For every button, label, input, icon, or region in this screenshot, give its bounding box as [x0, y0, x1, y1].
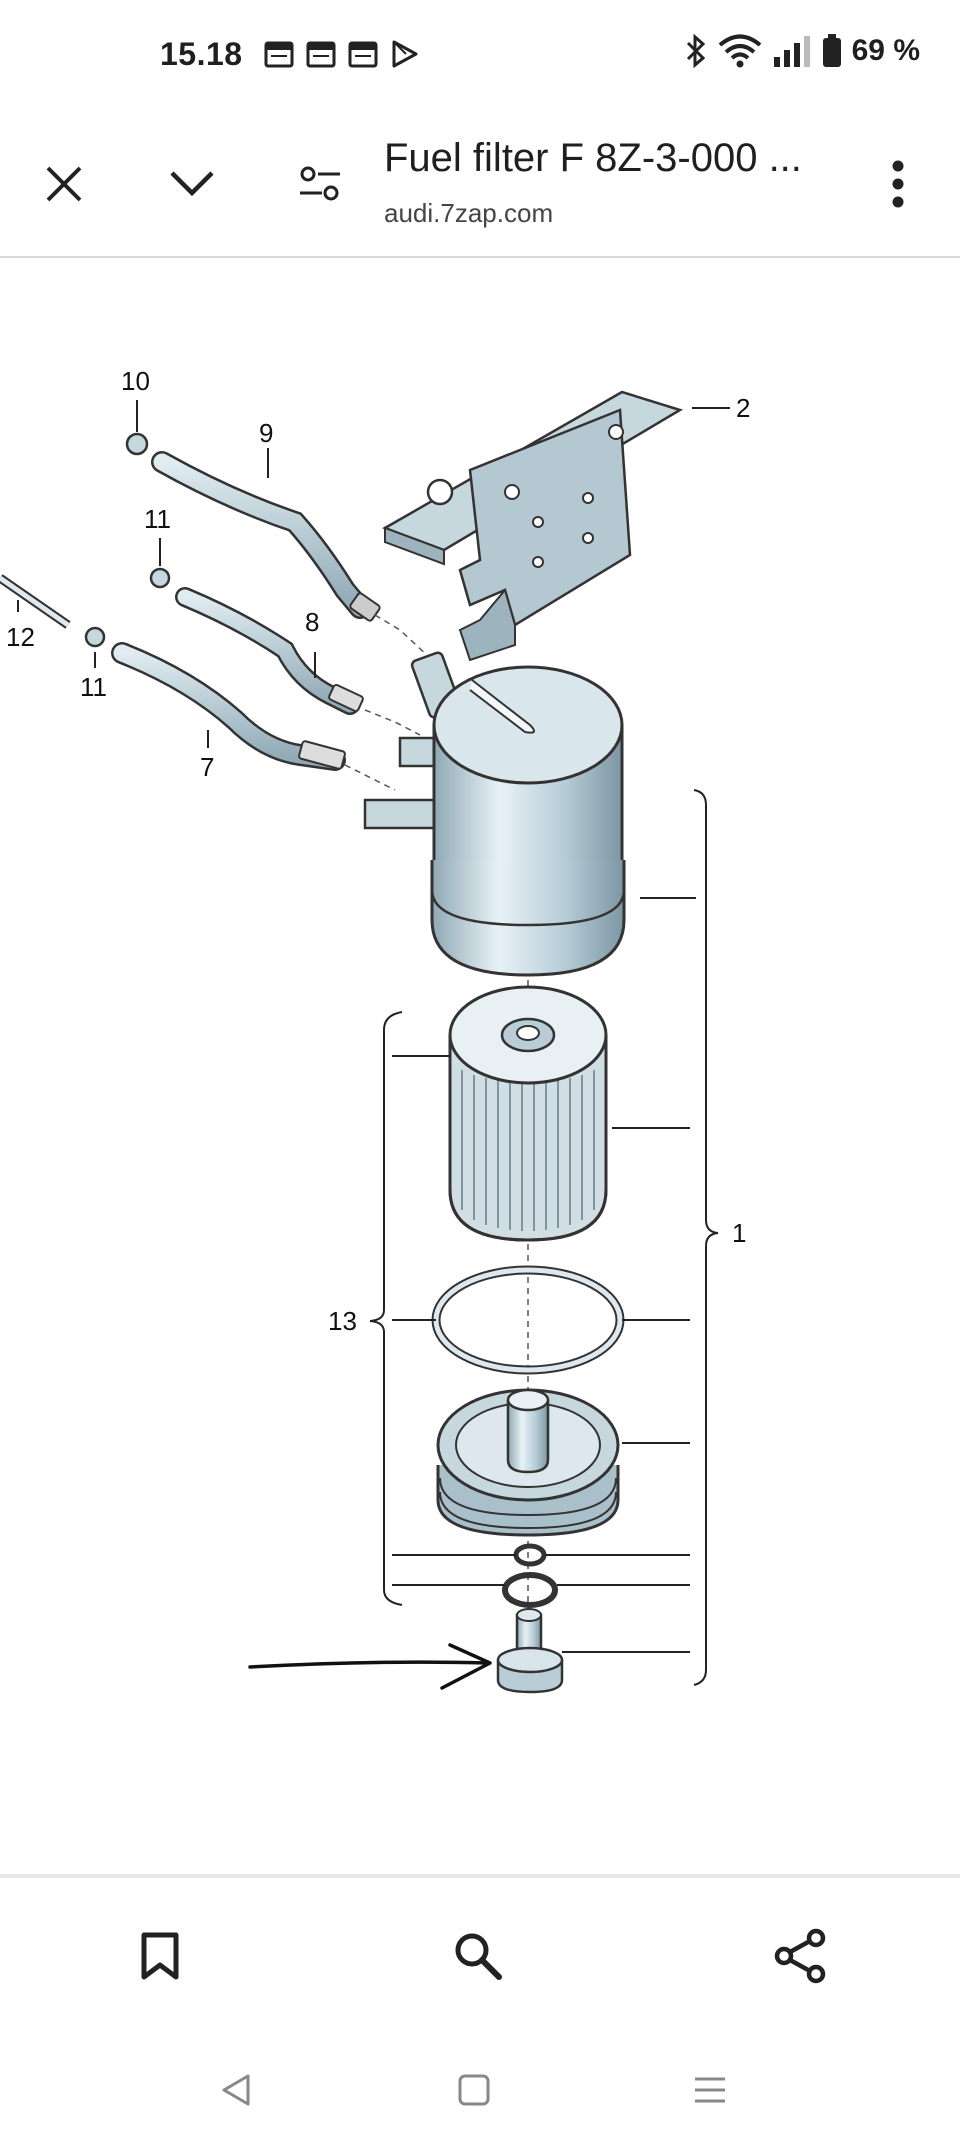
filter-housing [363, 651, 626, 977]
label-11-bottom[interactable]: 11 [80, 672, 107, 702]
search-button[interactable] [438, 1916, 518, 1996]
bookmark-button[interactable] [120, 1916, 200, 1996]
notification-icons [264, 40, 420, 68]
page-url[interactable]: audi.7zap.com [384, 198, 554, 228]
share-icon [774, 1928, 826, 1984]
bottom-toolbar [0, 1874, 960, 2030]
filter-element [448, 985, 608, 1242]
tune-icon [300, 166, 340, 201]
system-navigation [0, 2030, 960, 2144]
hose-part-9 [125, 432, 381, 622]
hose-part-8 [149, 567, 364, 715]
label-12[interactable]: 12 [6, 622, 35, 652]
more-button[interactable] [862, 148, 934, 220]
label-11-top[interactable]: 11 [144, 504, 171, 534]
drain-screw [496, 1608, 564, 1694]
parts-diagram: 2 10 9 11 8 12 11 7 1 13 [0, 366, 750, 1694]
home-button[interactable] [444, 2060, 504, 2120]
status-right: 69 % [684, 34, 920, 68]
leader-lines [17, 400, 730, 1686]
label-7[interactable]: 7 [200, 752, 214, 782]
battery-percent: 69 % [851, 34, 920, 67]
page-settings-button[interactable] [284, 148, 356, 220]
home-icon [458, 2074, 490, 2106]
play-store-icon [392, 40, 418, 68]
bottom-cap [436, 1388, 620, 1537]
label-1[interactable]: 1 [732, 1218, 746, 1248]
chevron-down-icon [170, 171, 214, 197]
more-vert-icon [892, 160, 904, 208]
hose-part-7 [0, 574, 346, 771]
status-time: 15.18 [160, 36, 243, 72]
part-labels: 2 10 9 11 8 12 11 7 1 13 [6, 366, 750, 1336]
page-content: 2 10 9 11 8 12 11 7 1 13 [0, 260, 960, 1874]
close-button[interactable] [28, 148, 100, 220]
label-10[interactable]: 10 [121, 366, 150, 396]
signal-icon [773, 36, 810, 67]
bracket-part [382, 390, 684, 662]
label-13[interactable]: 13 [328, 1306, 357, 1336]
app-bar: Fuel filter F 8Z-3-000 ... audi.7zap.com [0, 110, 960, 258]
close-icon [46, 166, 82, 202]
back-icon [222, 2074, 250, 2106]
calendar-icon [264, 41, 294, 68]
search-icon [455, 1933, 502, 1980]
recents-icon [695, 2077, 725, 2103]
page-title[interactable]: Fuel filter F 8Z-3-000 ... [384, 136, 802, 180]
collapse-button[interactable] [156, 148, 228, 220]
calendar-icon [348, 41, 378, 68]
bookmark-icon [141, 1932, 179, 1980]
wifi-icon [718, 34, 761, 68]
annotation-arrow [248, 1643, 492, 1690]
share-button[interactable] [760, 1916, 840, 1996]
label-8[interactable]: 8 [305, 607, 319, 637]
label-9[interactable]: 9 [259, 418, 273, 448]
recents-button[interactable] [680, 2060, 740, 2120]
bluetooth-icon [686, 34, 705, 68]
status-bar: 15.18 69 % [0, 0, 960, 110]
label-2[interactable]: 2 [736, 393, 750, 423]
calendar-icon [306, 41, 336, 68]
back-button[interactable] [206, 2060, 266, 2120]
battery-icon [822, 34, 841, 67]
